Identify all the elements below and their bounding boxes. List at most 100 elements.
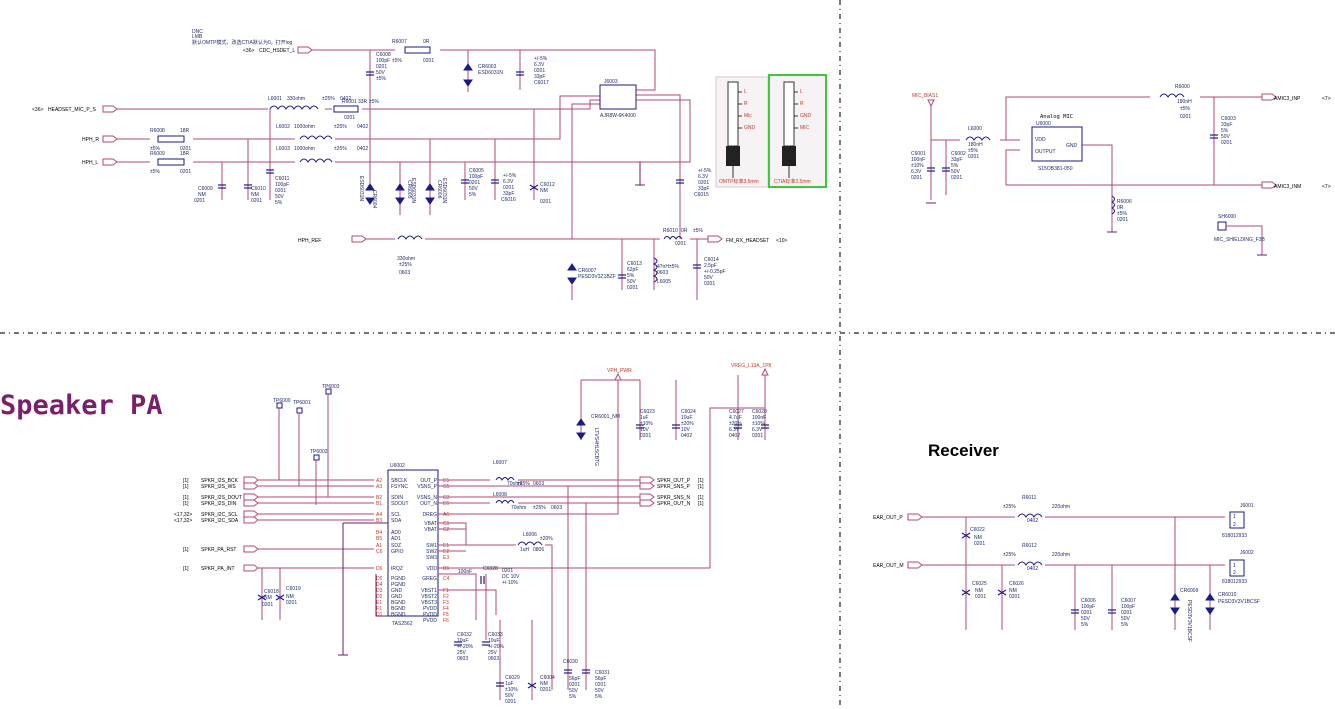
svg-text:DC 10V: DC 10V (502, 574, 520, 580)
svg-text:C6010: C6010 (251, 186, 266, 192)
svg-text:5%: 5% (951, 163, 959, 169)
svg-text:NM: NM (286, 594, 294, 600)
inductor-l6008: L6008 70ohm ±25% 0603 (493, 492, 562, 511)
svg-text:NM: NM (251, 192, 259, 198)
resistor-r6009: R6009 18R ±5% 0201 (150, 151, 191, 175)
svg-text:5%: 5% (1081, 622, 1089, 628)
svg-text:FM_RX_HEADSET: FM_RX_HEADSET (726, 238, 769, 244)
svg-text:C6006: C6006 (1081, 598, 1096, 604)
svg-text:R6009: R6009 (150, 151, 165, 157)
svg-text:EAR_OUT_P: EAR_OUT_P (873, 515, 903, 521)
pin-number: E3 (443, 555, 449, 561)
svg-text:C6007: C6007 (1121, 598, 1136, 604)
svg-text:100nF: 100nF (458, 569, 472, 575)
svg-text:0201: 0201 (968, 154, 979, 160)
svg-text:EAR_OUT_M: EAR_OUT_M (873, 563, 904, 569)
headset-section: DNC LMB 默认OMTP模式，改选CTIA默认为0，打开iog <36> C… (32, 29, 827, 300)
svg-text:±25%: ±25% (1003, 552, 1016, 558)
svg-text:0402: 0402 (681, 433, 692, 439)
svg-text:C6003: C6003 (1221, 116, 1236, 122)
svg-text:10V: 10V (681, 427, 691, 433)
svg-text:2: 2 (1233, 570, 1236, 576)
pin-name: SCL (391, 512, 401, 518)
svg-text:±5%: ±5% (693, 228, 704, 234)
svg-text:R6011: R6011 (1022, 495, 1037, 501)
svg-text:±5%: ±5% (392, 58, 403, 64)
mic-ic-u6000: Analog MIC U6000 VDD OUTPUT GND S15OB381… (1031, 114, 1083, 172)
svg-text:TP6002: TP6002 (310, 449, 328, 455)
svg-text:R6012: R6012 (1022, 543, 1037, 549)
net-ref: [1] (698, 495, 704, 501)
svg-text:0201: 0201 (376, 64, 387, 70)
svg-text:0603: 0603 (488, 656, 499, 662)
svg-text:0201: 0201 (752, 433, 763, 439)
net-port (243, 493, 259, 501)
cap-c6002: C6002 33pF 5% 50V 0201 (942, 151, 966, 181)
svg-text:5%: 5% (595, 694, 603, 700)
svg-text:50V: 50V (951, 169, 961, 175)
svg-text:J6001: J6001 (1240, 503, 1254, 509)
svg-text:CR6004: CR6004 (371, 190, 377, 209)
pin-number: B4 (376, 530, 382, 536)
speaker-left-nets: [1]SPKR_I2S_BCK[1]SPKR_I2S_WS[1]SPKR_I2S… (174, 476, 374, 572)
svg-text:J6002: J6002 (1240, 550, 1254, 556)
svg-text:+/-10%: +/-10% (502, 580, 519, 586)
resistor-r6001: R6001 33R ±5% 0201 (333, 99, 380, 121)
svg-text:0201: 0201 (951, 175, 962, 181)
svg-text:6.3V: 6.3V (729, 427, 740, 433)
net-hph-l: HPH_L (82, 158, 118, 166)
svg-text:CTIA标准3.5mm: CTIA标准3.5mm (774, 178, 811, 185)
svg-text:C6022: C6022 (970, 527, 985, 533)
svg-text:0402: 0402 (357, 124, 368, 130)
svg-text:0201: 0201 (627, 285, 638, 291)
inductor-l6006: L6006 1uH ±20% 0806 (517, 532, 553, 553)
pin-name: BGND (391, 612, 406, 618)
svg-text:50V: 50V (376, 70, 386, 76)
svg-text:C6015: C6015 (694, 192, 709, 198)
svg-text:100pF: 100pF (275, 182, 289, 188)
shield-sh6000: SH6000 MIC_SHIELDING_F3B (1214, 214, 1267, 256)
pin-name: SW2 (426, 549, 437, 555)
svg-text:CR6006: CR6006 (436, 180, 442, 199)
pin-number: D4 (376, 582, 383, 588)
pin-number: D3 (376, 588, 383, 594)
svg-text:180nH: 180nH (1177, 99, 1192, 105)
svg-text:33pF: 33pF (1221, 122, 1232, 128)
svg-text:L6005: L6005 (657, 279, 671, 285)
svg-text:0201: 0201 (275, 188, 286, 194)
svg-text:C6011: C6011 (275, 176, 290, 182)
note-line-1: DNC (192, 29, 203, 35)
svg-text:1uF: 1uF (505, 681, 514, 687)
svg-text:C6029: C6029 (505, 675, 520, 681)
pin-name: SDZ (391, 543, 401, 549)
svg-text:0402: 0402 (357, 146, 368, 152)
cap-c6008: C6008 100pF 0201 50V ±5% (366, 52, 391, 82)
pin-name: PVDD (423, 606, 437, 612)
svg-text:LTVS4HL5CBTG: LTVS4HL5CBTG (593, 428, 599, 466)
net-name: SPKR_I2C_SDA (201, 518, 239, 524)
resistor-r6011: R6011 220ohm ±25% 0402 (1003, 495, 1070, 524)
pin-name: BGND (391, 606, 406, 612)
svg-text:C6018: C6018 (264, 589, 279, 595)
svg-text:6.3V: 6.3V (911, 169, 922, 175)
jack-j6003: J6003 AJR8W-6K4000 (599, 79, 637, 119)
svg-text:5%: 5% (1221, 128, 1229, 134)
svg-text:L6002: L6002 (276, 124, 290, 130)
net-port (243, 476, 259, 484)
pin-name: OUT_P (420, 478, 437, 484)
svg-text:NM: NM (264, 595, 272, 601)
resistor-r6006: R6006 0R ±5% 0201 (1111, 195, 1132, 223)
net-port (243, 499, 259, 507)
inductor-r6000: R6000 180nH ±5% 0201 (1159, 84, 1192, 120)
svg-text:±25%: ±25% (517, 481, 530, 487)
svg-text:PESD3V3V1BCSF: PESD3V3V1BCSF (1218, 599, 1260, 605)
pin-number: B6 (443, 566, 449, 572)
pin-number: E2 (443, 549, 449, 555)
svg-text:Analog MIC: Analog MIC (1040, 114, 1073, 120)
net-ref: [1] (183, 478, 189, 484)
speaker-amp-u6002: U6002 TAS2562 SBCLKA2FSYNCA3SDINB2SDOUTB… (376, 463, 450, 627)
esd-cr6006: CR6006 ESD6031N (425, 178, 447, 205)
svg-text:±10%: ±10% (752, 421, 765, 427)
svg-text:C6025: C6025 (972, 581, 987, 587)
svg-text:0603: 0603 (533, 481, 544, 487)
